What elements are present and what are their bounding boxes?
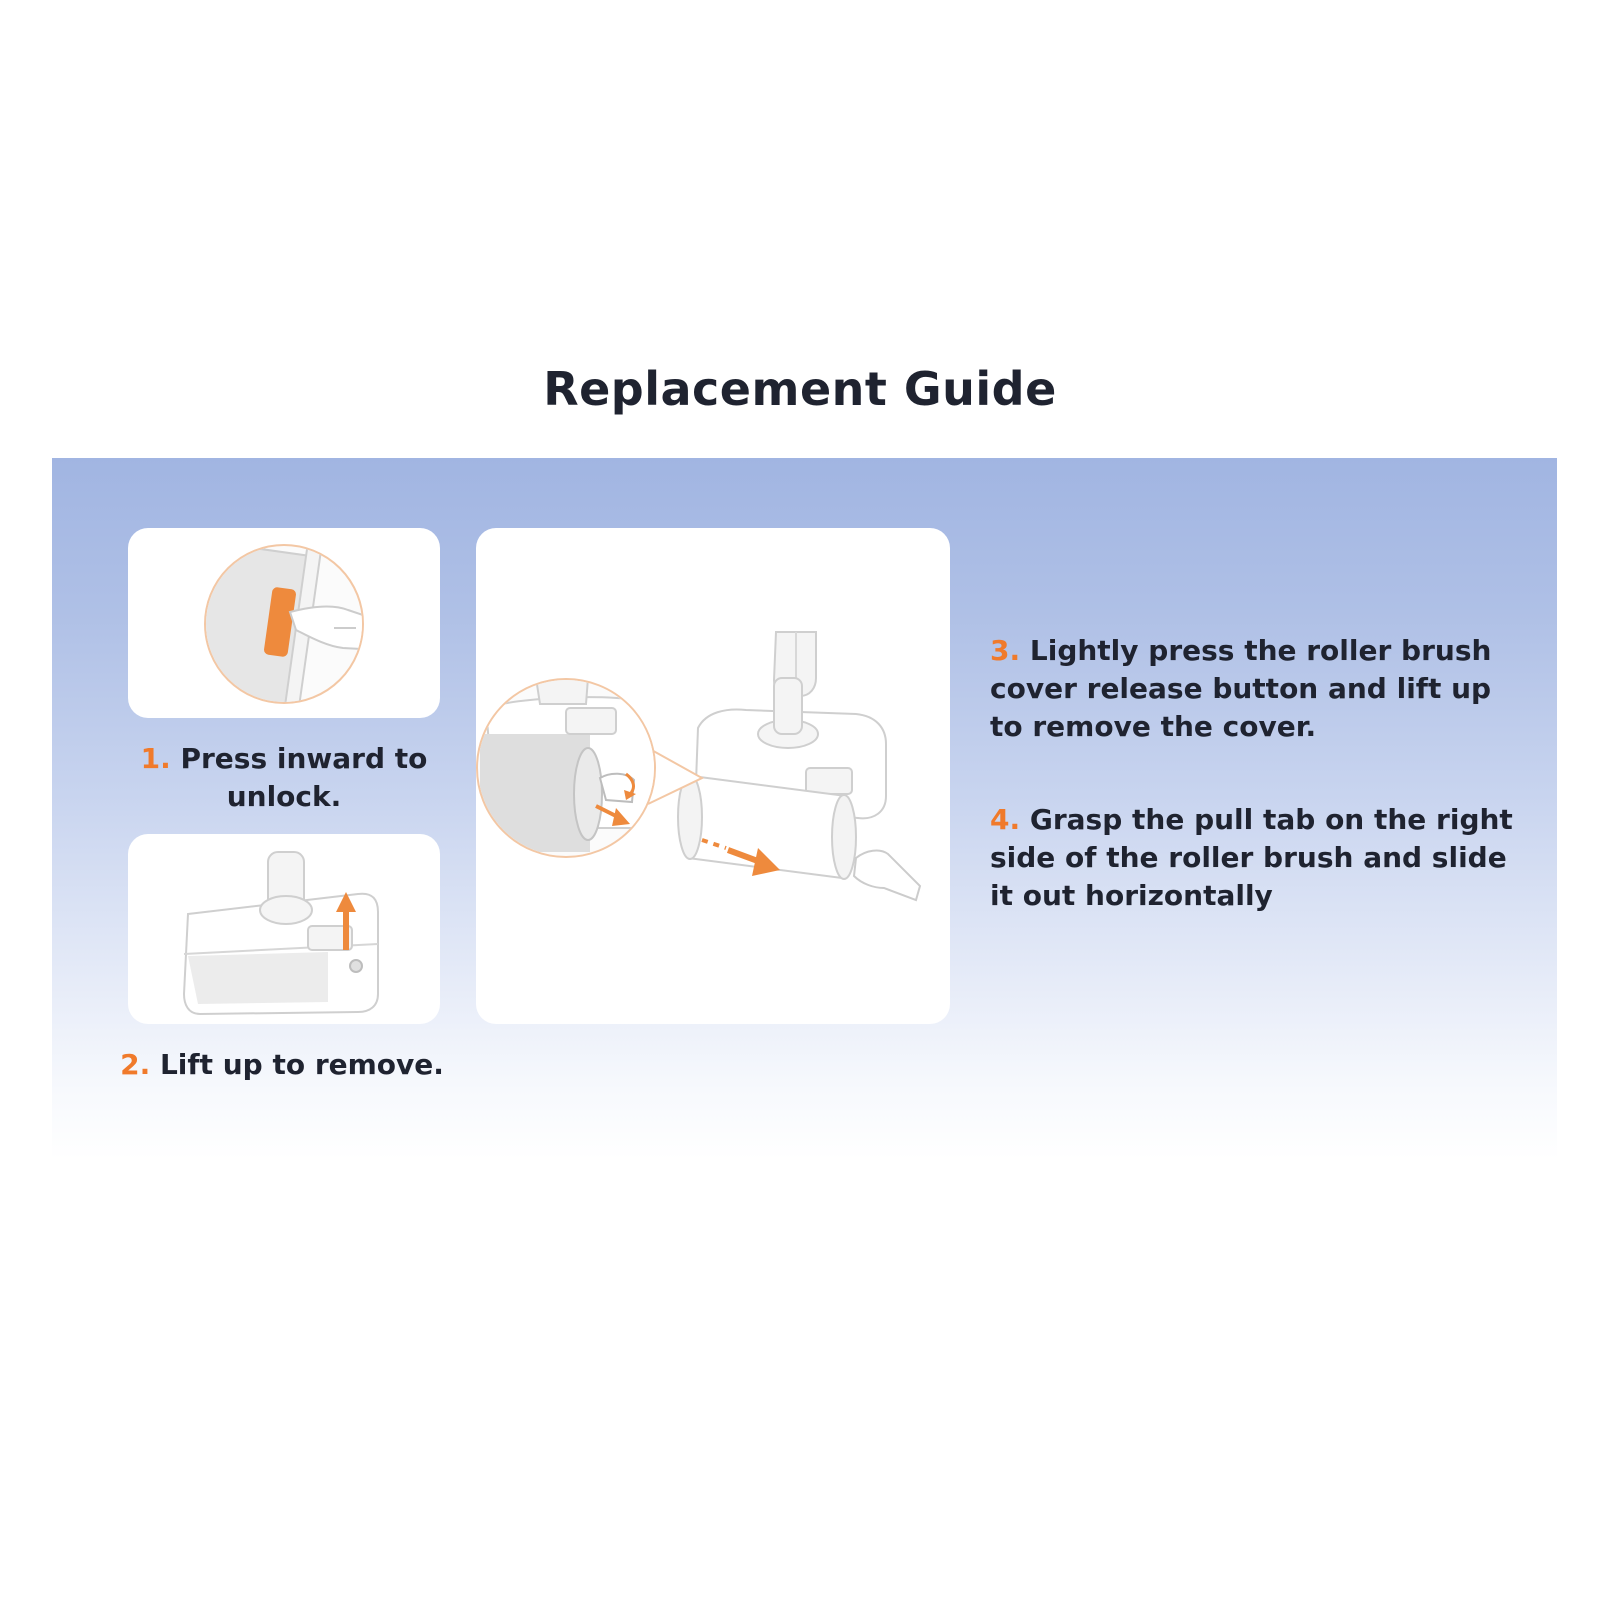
step-2-number: 2. <box>120 1048 151 1081</box>
guide-banner: 1. Press inward to unlock. 2. Lift up to… <box>52 458 1557 1160</box>
step-2-line-1: Lift up to remove. <box>159 1048 444 1081</box>
step-3-line-2: cover release button and lift up <box>990 672 1492 705</box>
step-3-4-illustration <box>476 528 950 1024</box>
step-4-line-3: it out horizontally <box>990 879 1273 912</box>
step-1-line-1: Press inward to <box>180 742 428 775</box>
step-3-line-3: to remove the cover. <box>990 710 1317 743</box>
press-button-illustration <box>204 544 364 704</box>
step-4-line-1: Grasp the pull tab on the right <box>1029 803 1513 836</box>
step-4-text: 4. Grasp the pull tab on the right side … <box>990 801 1530 915</box>
step-1-illustration <box>128 528 440 718</box>
step-4-line-2: side of the roller brush and slide <box>990 841 1507 874</box>
step-3-line-1: Lightly press the roller brush <box>1029 634 1492 667</box>
step-4-number: 4. <box>990 803 1021 836</box>
step-3-text: 3. Lightly press the roller brush cover … <box>990 632 1510 746</box>
step-1-line-2: unlock. <box>226 780 342 813</box>
roller-brush-removal-illustration <box>476 631 922 902</box>
lift-cover-illustration <box>182 851 379 1016</box>
step-1-number: 1. <box>140 742 171 775</box>
page-title: Replacement Guide <box>543 362 1057 416</box>
step-2-caption: 2. Lift up to remove. <box>112 1046 452 1084</box>
step-2-illustration <box>128 834 440 1024</box>
step-1-caption: 1. Press inward to unlock. <box>128 740 440 816</box>
step-3-number: 3. <box>990 634 1021 667</box>
